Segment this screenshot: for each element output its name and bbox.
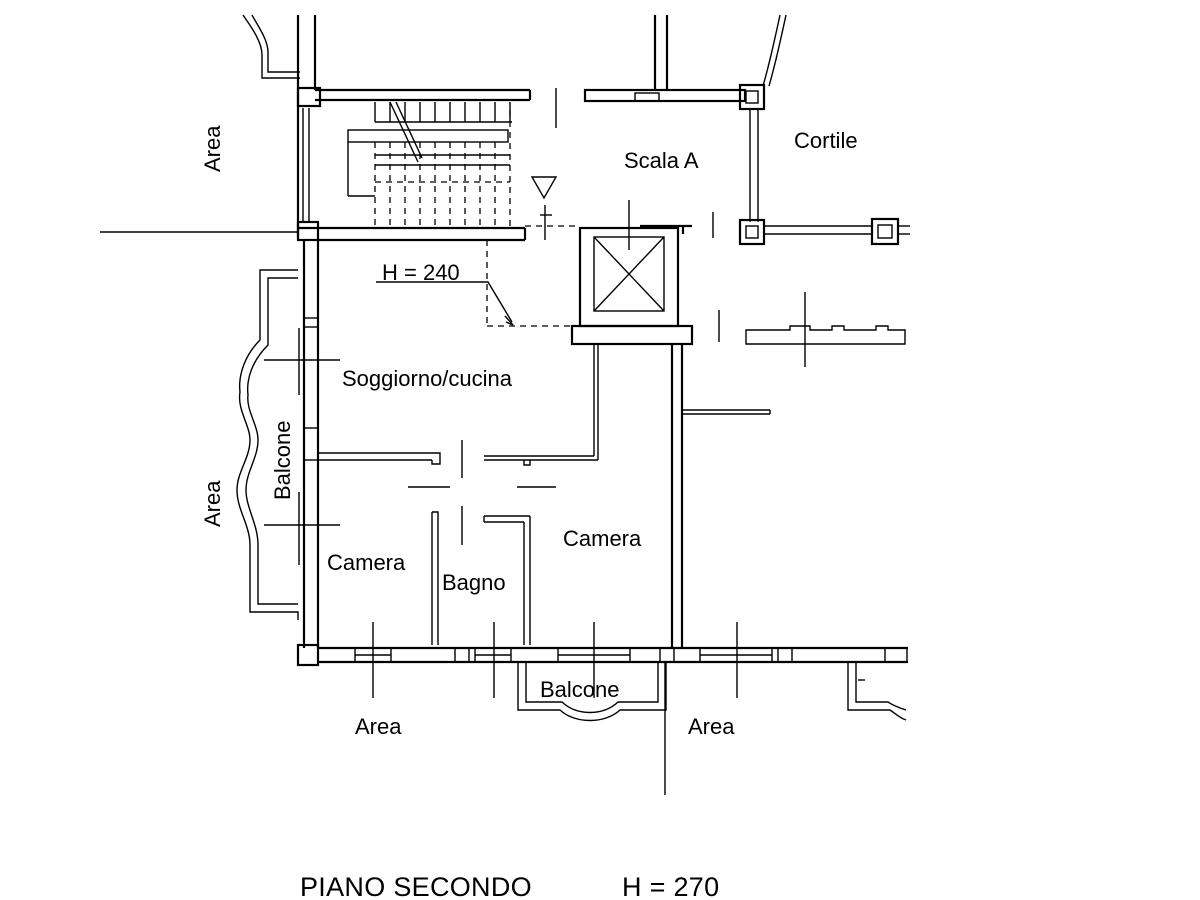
- label-height-240: H = 240: [382, 260, 460, 285]
- apartment-walls: [298, 240, 771, 648]
- label-camera-left: Camera: [327, 550, 406, 575]
- staircase: [315, 88, 532, 230]
- bottom-wall: [296, 622, 908, 795]
- upper-right-wing: [583, 14, 910, 367]
- label-balcone-bottom: Balcone: [540, 677, 620, 702]
- label-bagno: Bagno: [442, 570, 506, 595]
- plan-title-height: H = 270: [622, 872, 719, 900]
- label-camera-right: Camera: [563, 526, 642, 551]
- side-balcony: [236, 269, 299, 620]
- label-area-bottom-left: Area: [355, 714, 402, 739]
- label-scala-a: Scala A: [624, 148, 699, 173]
- label-balcone-side: Balcone: [270, 420, 295, 500]
- upper-left-wing: [242, 14, 322, 242]
- label-area-left-bottom: Area: [200, 480, 225, 527]
- plan-title: PIANO SECONDO: [300, 872, 532, 900]
- elevator: [570, 200, 714, 346]
- label-area-bottom-right: Area: [688, 714, 735, 739]
- interior-walls: [264, 344, 599, 645]
- label-soggiorno-cucina: Soggiorno/cucina: [342, 366, 513, 391]
- landing-walls: [298, 88, 578, 242]
- label-area-left-top: Area: [200, 125, 225, 172]
- label-cortile: Cortile: [794, 128, 858, 153]
